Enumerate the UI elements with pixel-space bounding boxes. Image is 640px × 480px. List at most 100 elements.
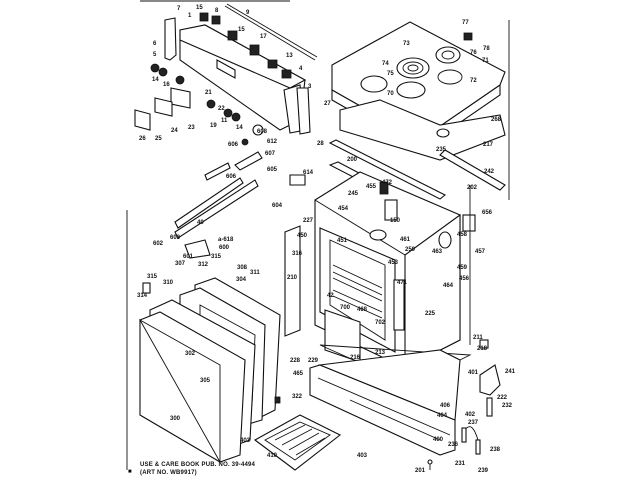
part-number-label: 315: [211, 254, 222, 260]
part-number-label: 236: [448, 442, 459, 448]
part-number-label: 316: [292, 251, 303, 257]
part-number-label: 237: [468, 420, 479, 426]
corner-mark: ■: [128, 469, 132, 475]
oven-door: [138, 277, 281, 464]
part-number-label: 77: [462, 20, 469, 26]
part-number-label: a-618: [218, 237, 234, 243]
door-hinge-parts: [142, 151, 306, 294]
part-number-label: 14: [236, 125, 243, 131]
part-number-label: 604: [272, 203, 283, 209]
part-number-label: 74: [382, 61, 389, 67]
use-care-book-pub-no: USE & CARE BOOK PUB. NO. 39-4494: [140, 462, 256, 468]
part-number-label: 607: [265, 151, 276, 157]
part-number-label: 14: [152, 77, 159, 83]
part-number-label: 202: [467, 185, 478, 191]
part-number-label: 310: [163, 280, 174, 286]
part-number-label: 472: [382, 180, 393, 186]
part-number-label: 468: [357, 307, 368, 313]
part-number-label: 315: [147, 274, 158, 280]
part-number-label: 400: [433, 437, 444, 443]
part-number-label: 227: [303, 218, 314, 224]
oven-body: [284, 171, 476, 386]
part-number-label: 606: [228, 142, 239, 148]
part-number-label: 9: [246, 10, 250, 16]
part-number-label: 78: [483, 46, 490, 52]
part-number-label: 72: [470, 78, 477, 84]
part-number-label: 410: [267, 453, 278, 459]
part-number-label: 6: [153, 41, 157, 47]
part-number-label: 238: [490, 447, 501, 453]
part-number-label: 245: [348, 191, 359, 197]
part-number-label: 450: [297, 233, 308, 239]
part-number-label: 239: [478, 468, 489, 474]
part-number-label: 454: [338, 206, 349, 212]
part-number-label: 307: [175, 261, 186, 267]
part-number-label: 216: [350, 355, 361, 361]
part-number-label: 217: [483, 142, 494, 148]
part-number-label: 232: [502, 403, 513, 409]
part-number-label: 312: [198, 262, 209, 268]
part-number-label: 13: [286, 53, 293, 59]
part-number-label: 603: [170, 235, 181, 241]
part-number-label: 314: [137, 293, 148, 299]
part-number-label: 229: [308, 358, 319, 364]
part-number-label: 700: [340, 305, 351, 311]
part-number-label: 15: [238, 27, 245, 33]
part-number-label: 241: [505, 369, 516, 375]
part-number-label: 16: [163, 82, 170, 88]
part-number-label: 8: [215, 8, 219, 14]
part-number-label: 228: [290, 358, 301, 364]
cooktop: [331, 21, 506, 161]
part-number-label: 268: [491, 117, 502, 123]
part-number-label: 605: [267, 167, 278, 173]
part-number-label: 27: [324, 101, 331, 107]
part-number-label: 211: [473, 335, 483, 341]
part-number-label: 250: [405, 247, 416, 253]
part-number-label: 322: [292, 394, 303, 400]
part-number-label: 456: [459, 276, 470, 282]
part-number-label: 222: [497, 395, 508, 401]
part-number-label: 7: [177, 6, 181, 12]
part-number-label: 26: [139, 136, 146, 142]
broiler-pan: [253, 396, 342, 471]
part-number-label: 3: [308, 84, 312, 90]
part-number-label: 403: [357, 453, 368, 459]
part-number-label: 308: [237, 265, 248, 271]
part-number-label: 70: [387, 91, 394, 97]
part-number-label: 304: [236, 277, 247, 283]
part-number-label: 401: [468, 370, 479, 376]
part-number-label: 300: [170, 416, 181, 422]
part-number-label: 24: [171, 128, 178, 134]
part-number-label: 73: [403, 41, 410, 47]
part-number-label: 453: [388, 260, 399, 266]
part-number-label: 465: [293, 371, 304, 377]
part-number-label: 1: [188, 13, 192, 19]
part-number-label: 231: [455, 461, 466, 467]
part-number-label: 403: [240, 438, 251, 444]
control-panel: [134, 3, 318, 146]
part-number-label: 461: [400, 237, 411, 243]
part-number-label: 71: [482, 58, 489, 64]
part-number-label: 213: [375, 350, 386, 356]
part-number-label: 5: [153, 52, 157, 58]
part-number-label: 201: [415, 468, 426, 474]
part-number-label: 404: [437, 413, 448, 419]
part-number-label: 402: [465, 412, 476, 418]
part-number-label: 225: [425, 311, 436, 317]
part-number-label: 4: [299, 66, 303, 72]
part-number-label: 457: [475, 249, 486, 255]
part-number-label: 702: [375, 320, 386, 326]
part-number-label: 602: [153, 241, 164, 247]
part-number-label: 471: [397, 280, 408, 286]
part-number-label: 235: [436, 147, 447, 153]
part-number-label: 150: [390, 218, 401, 224]
part-number-label: 28: [317, 141, 324, 147]
art-no: (ART NO. WB9917): [140, 470, 197, 476]
part-number-label: 200: [347, 157, 358, 163]
part-number-label: 17: [260, 34, 267, 40]
part-number-label: 451: [337, 238, 348, 244]
part-number-label: 75: [387, 71, 394, 77]
part-number-label: 11: [221, 118, 228, 124]
part-number-label: 21: [205, 90, 212, 96]
